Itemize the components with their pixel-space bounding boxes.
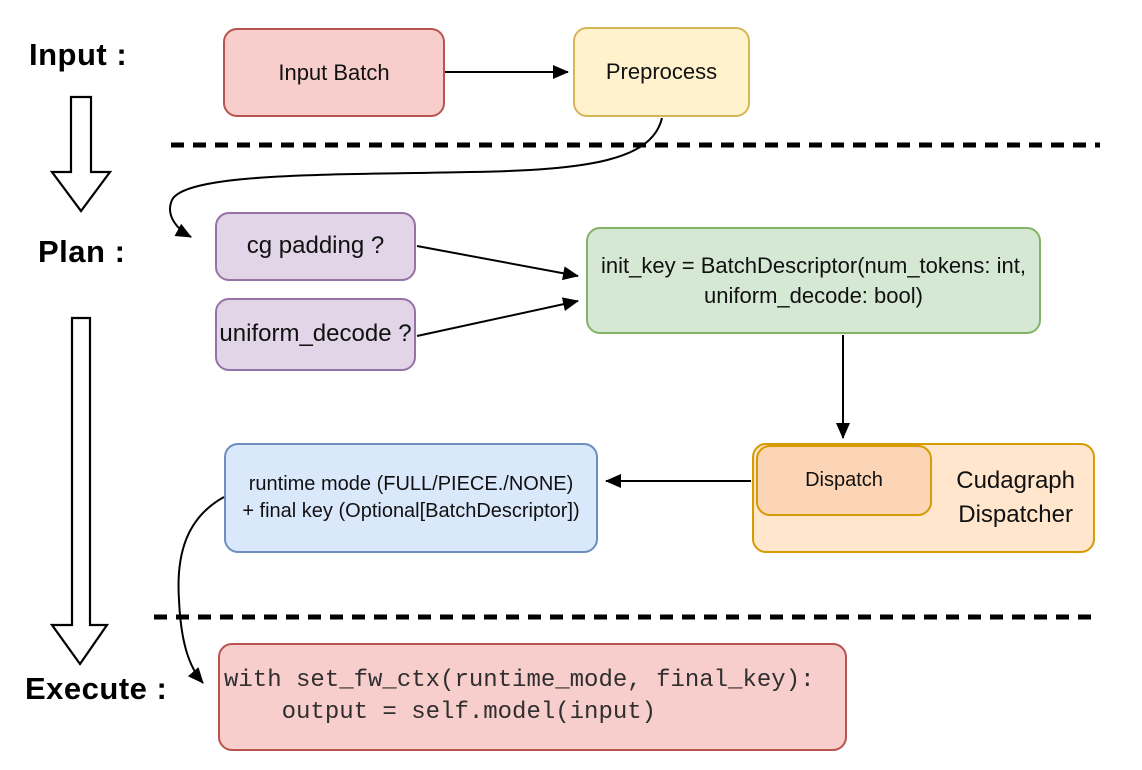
node-input-batch: Input Batch — [223, 28, 445, 117]
node-preprocess-label: Preprocess — [605, 59, 718, 85]
node-input-batch-label: Input Batch — [278, 59, 390, 85]
node-runtime-mode-line2: + final key (Optional[BatchDescriptor]) — [242, 500, 580, 522]
node-init-key-line1: init_key = BatchDescriptor(num_tokens: i… — [601, 252, 1026, 278]
node-dispatch-label: Dispatch — [805, 469, 883, 491]
execute-code-line1: with set_fw_ctx(runtime_mode, final_key)… — [224, 667, 815, 695]
execute-code-line2: output = self.model(input) — [224, 699, 657, 726]
node-uniform-decode: uniform_decode ? — [215, 298, 416, 371]
node-preprocess: Preprocess — [573, 27, 750, 117]
plan-to-execute-arrow-icon — [49, 316, 110, 666]
node-execute-code: with set_fw_ctx(runtime_mode, final_key)… — [218, 643, 847, 751]
node-init-key: init_key = BatchDescriptor(num_tokens: i… — [586, 227, 1041, 334]
node-cudagraph-dispatcher-text: Cudagraph Dispatcher — [956, 445, 1075, 551]
arrow-cgpadding-to-initkey — [416, 245, 579, 281]
stage-label-input: Input : — [29, 37, 128, 72]
input-to-plan-arrow-icon — [49, 95, 113, 213]
node-cg-padding-label: cg padding ? — [246, 232, 385, 260]
stage-label-execute: Execute : — [25, 671, 168, 706]
node-dispatch: Dispatch — [756, 445, 932, 516]
node-runtime-mode-line1: runtime mode (FULL/PIECE./NONE) — [248, 473, 574, 495]
arrow-uniformdecode-to-initkey — [416, 297, 579, 337]
node-init-key-line2: uniform_decode: bool) — [704, 282, 923, 308]
stage-label-plan: Plan : — [38, 234, 126, 269]
cudagraph-line1: Cudagraph — [956, 467, 1075, 495]
cudagraph-line2: Dispatcher — [958, 501, 1073, 528]
node-cg-padding: cg padding ? — [215, 212, 416, 281]
node-uniform-decode-label: uniform_decode ? — [219, 320, 412, 348]
node-runtime-mode: runtime mode (FULL/PIECE./NONE) + final … — [224, 443, 598, 553]
